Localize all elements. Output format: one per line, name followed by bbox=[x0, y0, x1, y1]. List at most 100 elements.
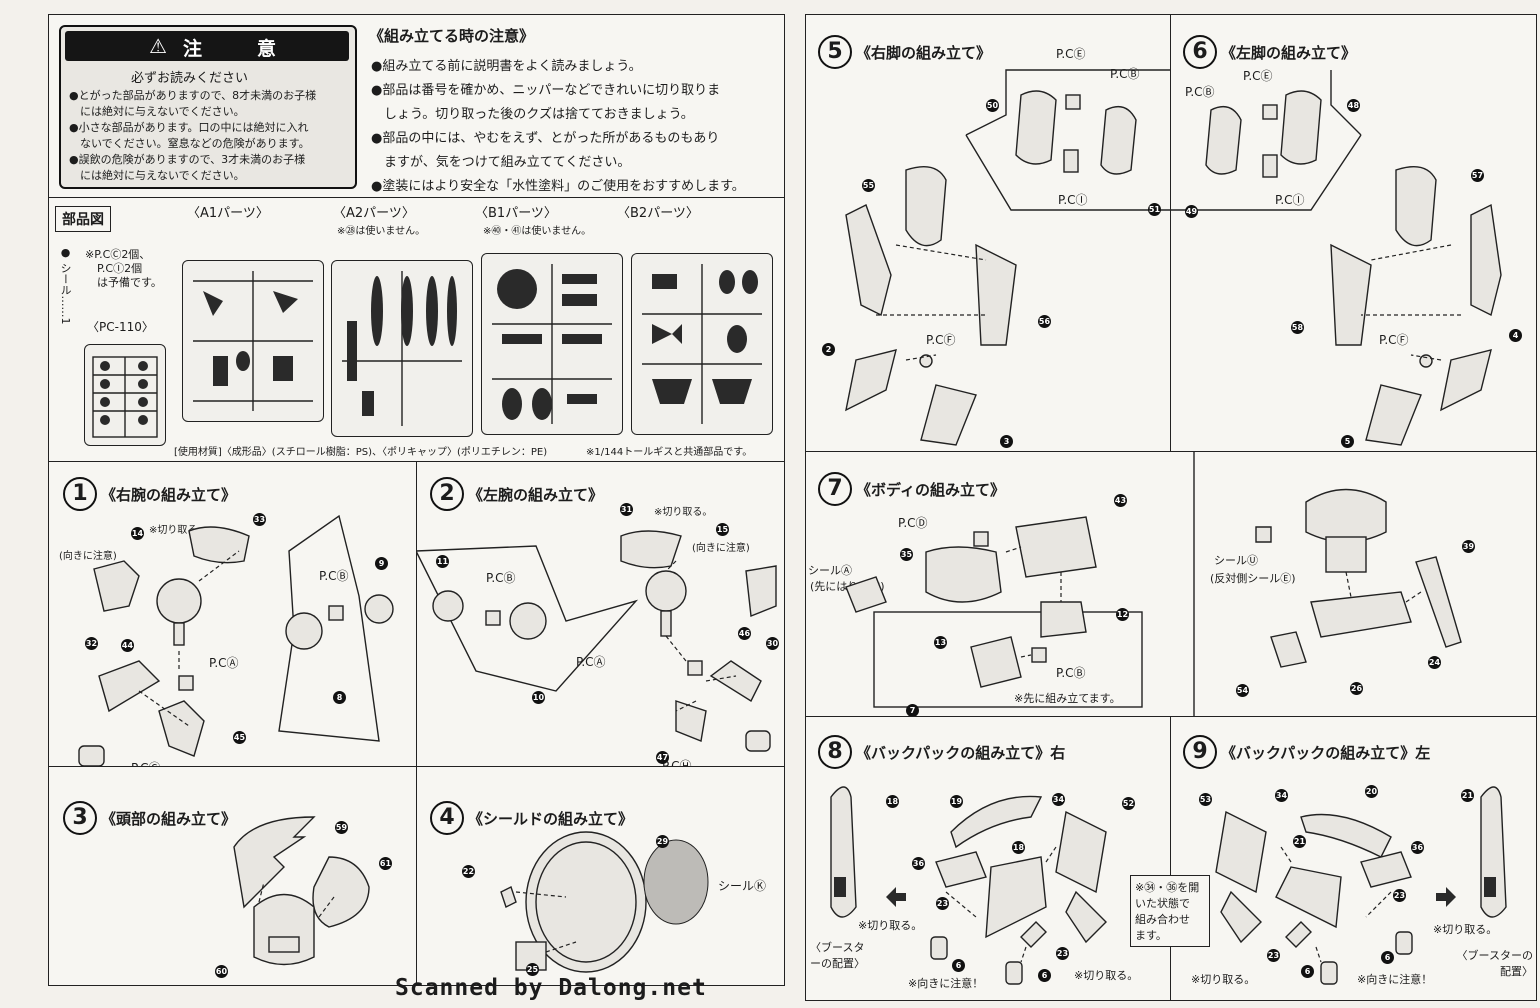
step-title: 《左脚の組み立て》 bbox=[1221, 43, 1357, 62]
step-note: ※向きに注意！ bbox=[1357, 973, 1433, 986]
spare-note: P.CⒾ2個 bbox=[97, 262, 143, 275]
part-number: 6 bbox=[1301, 965, 1314, 978]
pc-callout: P.CⒹ bbox=[898, 516, 928, 530]
part-number: 11 bbox=[436, 555, 449, 568]
runner-b2 bbox=[631, 253, 773, 435]
pc-callout: P.CⒷ bbox=[1056, 666, 1086, 680]
parts-section: 部品図 ● シール……1 ※P.CⒸ2個、 P.CⒾ2個 は予備です。 〈PC-… bbox=[49, 197, 784, 462]
part-number: 21 bbox=[1461, 789, 1474, 802]
step-3-panel: 3《頭部の組み立て》 59 61 60 bbox=[49, 767, 417, 985]
caution-subtitle: 必ずお読みください bbox=[131, 71, 249, 86]
pc-callout: P.CⒻ bbox=[1379, 333, 1409, 347]
caution-line: ないでください。窒息などの危険があります。 bbox=[69, 137, 310, 150]
part-number: 23 bbox=[1267, 949, 1280, 962]
step-number: 4 bbox=[430, 801, 464, 835]
part-number: 56 bbox=[1038, 315, 1051, 328]
pc-callout: P.CⒽ bbox=[662, 759, 692, 767]
runner-b1 bbox=[481, 253, 623, 435]
part-number: 12 bbox=[1116, 608, 1129, 621]
part-number: 29 bbox=[656, 835, 669, 848]
part-number: 48 bbox=[1347, 99, 1360, 112]
booster-note: 〈ブースターの配置〉 bbox=[810, 941, 865, 970]
step-title: 《バックパックの組み立て》右 bbox=[856, 743, 1066, 762]
part-number: 59 bbox=[335, 821, 348, 834]
booster-note: 〈ブースターの配置〉 bbox=[1456, 949, 1533, 978]
part-number: 15 bbox=[716, 523, 729, 536]
pc-callout: P.CⒺ bbox=[1056, 47, 1086, 61]
part-number: 39 bbox=[1462, 540, 1475, 553]
runner-b1-label: 〈B1パーツ〉 bbox=[475, 206, 557, 221]
step-6-panel: 6《左脚の組み立て》 P.CⒺ P.CⒷ P.CⒾ P.CⒻ 57 48 49 … bbox=[1171, 15, 1536, 452]
part-number: 5 bbox=[1341, 435, 1354, 448]
part-number: 54 bbox=[1236, 684, 1249, 697]
caution-line: には絶対に与えないでください。 bbox=[69, 105, 245, 118]
step-note: ※先に組み立てます。 bbox=[1014, 692, 1121, 705]
step-number: 8 bbox=[818, 735, 852, 769]
pc-callout: P.CⒾ bbox=[1058, 193, 1088, 207]
step-7-diagram bbox=[845, 452, 1462, 716]
pc-callout: P.CⒷ bbox=[486, 571, 516, 585]
step-title: 《右脚の組み立て》 bbox=[856, 43, 992, 62]
part-number: 58 bbox=[1291, 321, 1304, 334]
step-number: 5 bbox=[818, 35, 852, 69]
step-7-panel: 7《ボディの組み立て》 P.CⒹ シールⒶ (先にはります) P.CⒷ ※先に組… bbox=[806, 452, 1536, 717]
part-number: 36 bbox=[912, 857, 925, 870]
runner-a2 bbox=[331, 260, 473, 437]
part-number: 50 bbox=[986, 99, 999, 112]
step-title: 《頭部の組み立て》 bbox=[101, 809, 237, 828]
right-page: 5《右脚の組み立て》 P.CⒺ P.CⒷ P.CⒾ P.CⒻ 55 50 51 … bbox=[805, 14, 1537, 1001]
runner-a2-label: 〈A2パーツ〉 bbox=[333, 206, 415, 221]
part-number: 9 bbox=[375, 557, 388, 570]
part-number: 49 bbox=[1185, 205, 1198, 218]
caution-line: には絶対に与えないでください。 bbox=[69, 169, 245, 182]
step-3-diagram bbox=[233, 816, 370, 966]
step-title: 《シールドの組み立て》 bbox=[468, 809, 634, 828]
part-number: 44 bbox=[121, 639, 134, 652]
left-page: ⚠ 注 意 必ずお読みください ●とがった部品がありますので、8才未満のお子様 … bbox=[48, 14, 785, 986]
part-number: 61 bbox=[379, 857, 392, 870]
step-title: 《バックパックの組み立て》左 bbox=[1221, 743, 1431, 762]
part-number: 20 bbox=[1365, 785, 1378, 798]
runner-a1 bbox=[182, 260, 324, 422]
step-note: ※切り取る。 bbox=[858, 919, 923, 932]
step-note: ※切り取る。 bbox=[1191, 973, 1256, 986]
assembly-note-line: ますが、気をつけて組み立ててください。 bbox=[371, 155, 631, 170]
assembly-note-line: ●部品の中には、やむをえず、とがった所があるものもあり bbox=[371, 131, 720, 146]
step-note: ※切り取る。 bbox=[1433, 923, 1498, 936]
step-number: 7 bbox=[818, 472, 852, 506]
part-number: 14 bbox=[131, 527, 144, 540]
assembly-notes-title: 《組み立てる時の注意》 bbox=[369, 27, 535, 45]
mid-note-line: 組み合わせ bbox=[1135, 913, 1190, 926]
step-note: (向きに注意) bbox=[692, 543, 750, 554]
pc-callout: P.CⒼ bbox=[131, 759, 161, 766]
parts-title: 部品図 bbox=[55, 206, 111, 232]
step-note: (反対側シールⒺ) bbox=[1210, 572, 1296, 585]
spare-note: は予備です。 bbox=[97, 276, 162, 289]
assembly-note-line: しょう。切り取った後のクズは捨てておきましょう。 bbox=[371, 107, 694, 122]
step-number: 2 bbox=[430, 477, 464, 511]
pc-callout: P.CⒷ bbox=[319, 569, 349, 583]
seal-callout: シールⒶ bbox=[808, 564, 852, 577]
material-note: [使用材質]〈成形品〉(スチロール樹脂：PS)、〈ポリキャップ〉(ポリエチレン：… bbox=[174, 447, 548, 458]
step-note: ※切り取る。 bbox=[149, 525, 208, 536]
part-number: 53 bbox=[1199, 793, 1212, 806]
part-number: 3 bbox=[1000, 435, 1013, 448]
caution-line: ●誤飲の危険がありますので、3才未満のお子様 bbox=[69, 153, 306, 166]
step-title: 《右腕の組み立て》 bbox=[101, 485, 237, 504]
part-number: 31 bbox=[620, 503, 633, 516]
part-number: 13 bbox=[934, 636, 947, 649]
part-number: 34 bbox=[1052, 793, 1065, 806]
part-number: 33 bbox=[253, 513, 266, 526]
common-parts-note: ※1/144トールギスと共通部品です。 bbox=[586, 447, 753, 458]
step-1-panel: 1《右腕の組み立て》 ※切り取る。 (向きに注意) P.CⒷ P.CⒶ P.CⒼ… bbox=[49, 461, 417, 767]
part-number: 7 bbox=[906, 704, 919, 716]
pc-callout: P.CⒻ bbox=[926, 333, 956, 347]
step-8-panel: 8《バックパックの組み立て》右 ※切り取る。 ※向きに注意！ ※切り取る。 〈ブ… bbox=[806, 717, 1171, 1000]
part-number: 30 bbox=[766, 637, 779, 650]
step-2-diagram bbox=[416, 530, 777, 752]
part-number: 22 bbox=[462, 865, 475, 878]
seal-count: ● シール……1 bbox=[59, 246, 72, 325]
part-number: 26 bbox=[1350, 682, 1363, 695]
pc-callout: P.CⒶ bbox=[576, 655, 606, 669]
part-number: 55 bbox=[862, 179, 875, 192]
